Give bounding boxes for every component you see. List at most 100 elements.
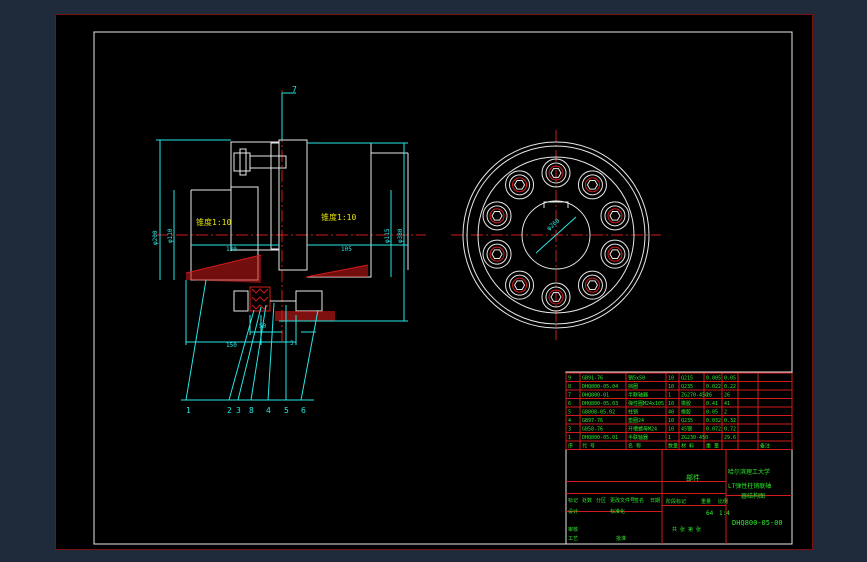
taper-label-right: 锥度1:10: [321, 212, 356, 222]
end-dia-label: φ260: [546, 217, 562, 232]
table-cell-qty: 10: [668, 376, 674, 382]
pin-hole: [482, 201, 512, 231]
table-cell-name: 弹性圈M24x105: [628, 400, 664, 407]
approve-label: 批准: [616, 536, 627, 542]
outer-circle: [462, 141, 650, 329]
table-cell-name: 半联轴器: [628, 434, 648, 441]
section-view: 7 锥度1:10 锥度1:10 130 105 150 50 3 φ200 φ1…: [152, 85, 426, 415]
sheets-label: 共 张 第 张: [672, 527, 702, 533]
table-cell-code: DHQ800-05.01: [582, 435, 618, 441]
end-view: φ260: [451, 130, 661, 340]
table-header-qty: 数量: [668, 443, 678, 450]
pin-hole: [577, 170, 607, 200]
pin-hole: [541, 158, 571, 188]
callout-1: 1: [186, 406, 191, 415]
review-label: 审核: [568, 527, 579, 533]
title-block: 哈尔滨理工大学 LT弹性柱销联轴 器结构图 部件 阶段标记 重量 比例 64 1…: [566, 463, 792, 544]
table-cell-qty: 1: [668, 393, 671, 399]
date-label: 日期: [650, 498, 661, 504]
pin-hole: [600, 239, 630, 269]
table-cell-material: Q235: [681, 384, 693, 390]
table-cell-unit_weight: 0.072: [706, 427, 721, 433]
table-cell-total_weight: 2: [724, 410, 727, 416]
stage-mark-label: 阶段标记: [666, 499, 687, 505]
callout-4: 4: [266, 406, 271, 415]
part-label: 部件: [686, 474, 700, 482]
table-header-no: 序: [568, 443, 573, 450]
table-cell-no: 4: [568, 418, 571, 424]
pin-hole: [482, 239, 512, 269]
keyway: [543, 201, 569, 208]
dia-left-2: φ110: [167, 228, 174, 243]
table-cell-material: ZG270-450: [681, 393, 708, 399]
table-header-remark: 备注: [760, 443, 770, 450]
table-cell-total_weight: 0.05: [724, 376, 736, 382]
table-header-weight: 重 量: [706, 443, 719, 450]
table-cell-name: 半联轴器: [628, 392, 648, 399]
table-cell-qty: 1: [668, 435, 671, 441]
callout-6: 6: [301, 406, 306, 415]
table-cell-code: DHQ800-05.04: [582, 384, 618, 390]
callout-8: 8: [249, 406, 254, 415]
scale-value: 1:4: [719, 510, 730, 517]
bottom-callout-leaders: [181, 279, 319, 401]
table-cell-name: 开槽螺母M24: [628, 426, 657, 433]
table-cell-total_weight: 0.32: [724, 418, 736, 424]
table-cell-material: Q215: [681, 376, 693, 382]
dim-3: 3: [290, 340, 294, 347]
standardization-label: 标准化: [610, 509, 626, 515]
right-hub-outline: [307, 142, 372, 278]
pin-hole: [505, 170, 535, 200]
table-cell-name: 垫圈24: [628, 417, 644, 424]
table-cell-name: 柱销: [628, 409, 638, 416]
table-cell-code: GB91-76: [582, 376, 603, 382]
bottom-callouts: 1 2 3 8 4 5 6: [186, 406, 306, 415]
callout-2: 2: [227, 406, 232, 415]
table-cell-material: 45钢: [681, 426, 692, 433]
drawing-name-1: LT弹性柱销联轴: [728, 483, 772, 490]
table-header-name: 名 称: [628, 443, 641, 450]
section-hatch: [185, 254, 369, 321]
table-cell-unit_weight: 0.05: [706, 410, 718, 416]
table-cell-unit_weight: 0.022: [706, 384, 721, 390]
lower-pin-bolt: [233, 286, 323, 312]
company-name: 哈尔滨理工大学: [728, 469, 771, 476]
dim-105: 105: [341, 246, 352, 253]
dim-130: 130: [226, 246, 237, 253]
left-flange-lip: [270, 142, 280, 250]
table-cell-material: ZG230-450: [681, 435, 708, 441]
upper-pin-bolt: [233, 148, 287, 176]
pin-hole: [600, 201, 630, 231]
table-cell-no: 7: [568, 393, 571, 399]
dim-150: 150: [226, 342, 237, 349]
table-cell-unit_weight: 26: [706, 393, 712, 399]
table-cell-no: 9: [568, 376, 571, 382]
bore-circle: [521, 200, 591, 270]
table-cell-code: GB58-76: [582, 427, 603, 433]
callout-5: 5: [284, 406, 289, 415]
inner-frame: [93, 31, 793, 545]
table-cell-unit_weight: 0.032: [706, 418, 721, 424]
table-cell-qty: 10: [668, 401, 674, 407]
mark-value: 64: [706, 510, 714, 517]
pin-hole: [541, 282, 571, 312]
table-cell-name: 销5x50: [628, 375, 645, 382]
craft-label: 工艺: [568, 536, 579, 542]
table-cell-unit_weight: 0.005: [706, 376, 721, 382]
outer-circle-2: [466, 145, 646, 325]
dia-right-1: φ115: [384, 228, 391, 243]
drawing-name-2: 器结构图: [741, 493, 766, 500]
table-cell-code: GB97-76: [582, 418, 603, 424]
scale-label: 比例: [718, 499, 729, 505]
count-label: 处数: [582, 498, 593, 504]
table-cell-total_weight: 41: [724, 401, 730, 407]
callout-3: 3: [236, 406, 241, 415]
callout-7: 7: [292, 85, 297, 94]
left-flange: [230, 141, 280, 251]
table-cell-qty: 10: [668, 427, 674, 433]
table-cell-name: 挡圈: [628, 383, 638, 390]
drawing-sheet: 7 锥度1:10 锥度1:10 130 105 150 50 3 φ200 φ1…: [55, 14, 813, 550]
table-cell-qty: 40: [668, 410, 674, 416]
table-cell-material: Q235: [681, 418, 693, 424]
